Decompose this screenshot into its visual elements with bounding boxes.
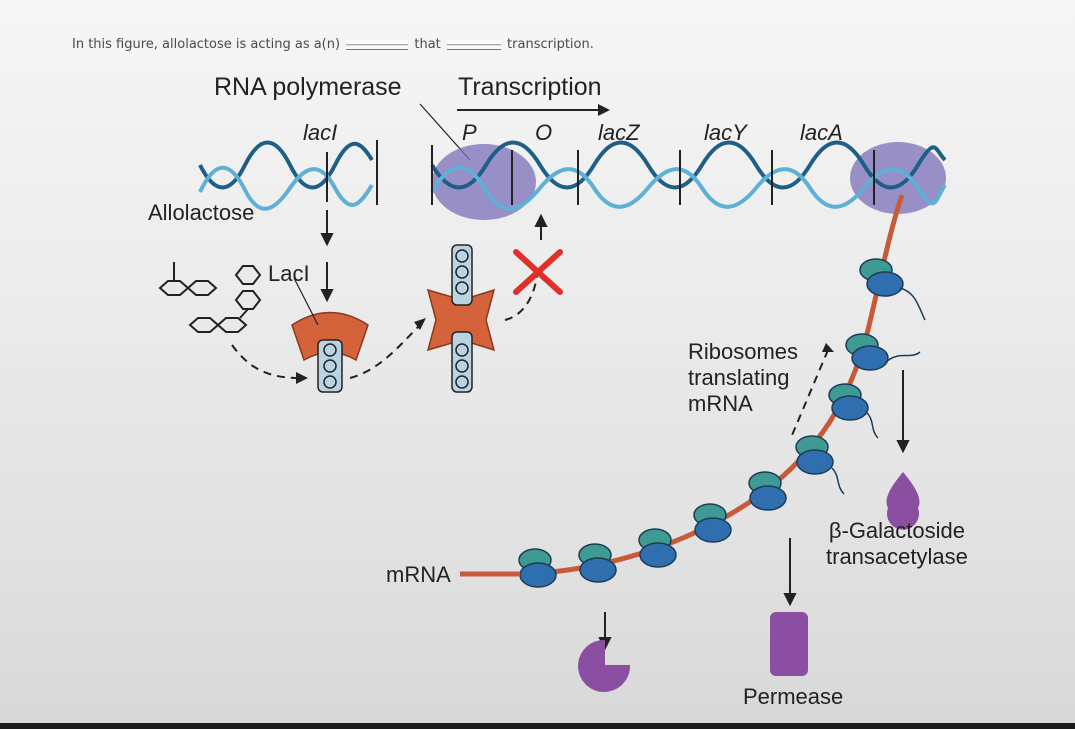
up-arrow-to-operator [534,213,548,240]
mrna-label: mRNA [386,562,451,587]
lacz-label: lacZ [598,120,640,145]
answer-blank-1[interactable] [346,39,409,50]
transacetylase-label-line-2: transacetylase [826,544,968,569]
permease-protein [770,612,808,676]
ribosomes-pointer [789,349,829,441]
transcription-label: Transcription [458,73,602,101]
permease-label: Permease [743,684,844,709]
question-part-2: that [414,37,441,52]
laci-repressor-inactive [291,277,369,393]
dna-helix-laci [198,140,378,211]
ribosome [518,548,557,588]
ribosomes [518,258,904,588]
ribosome [638,528,677,568]
ribosome [693,503,732,543]
repressor-dashed-arrow [349,324,421,379]
laci-expression-arrows [320,210,334,303]
lacy-label: lacY [704,120,747,145]
answer-blank-2[interactable] [446,39,501,50]
binding-dashed-arrow [231,344,301,379]
ribosomes-label-line-1: Ribosomes [688,339,799,364]
laci-repressor-active [426,244,496,393]
beta-galactosidase-protein [578,639,631,692]
allolactose-molecules [158,262,262,333]
allolactose-label: Allolactose [148,200,255,225]
screen-bezel [0,723,1075,729]
question-part-3: transcription. [507,37,594,52]
ribosome [845,333,889,371]
ribosome [748,471,787,511]
transacetylase-protein [886,472,920,530]
ribosome [859,258,904,297]
transcription-arrow [457,104,610,116]
operator-label: O [535,120,553,145]
rna-polymerase-label: RNA polymerase [214,73,402,101]
laca-label: lacA [800,120,843,145]
ribosomes-label-line-2: translating [688,365,790,390]
transacetylase-label: β-Galactoside transacetylase [826,518,968,570]
rna-polymerase-blob [432,144,536,220]
ribosome [578,543,617,583]
question-part-1: In this figure, allolactose is acting as… [72,37,341,52]
blocked-x-icon [513,249,563,295]
ribosomes-label-line-3: mRNA [688,391,753,416]
ribosome [795,435,834,475]
laci-gene-label: lacI [303,120,338,145]
dna-helix-operon [430,140,947,211]
promoter-label: P [462,120,477,145]
laci-protein-label: LacI [268,261,310,286]
polypeptide-chains [831,287,926,495]
question-text: In this figure, allolactose is acting as… [72,37,594,52]
ribosome [828,383,869,421]
ribosomes-label: Ribosomes translating mRNA [688,339,798,417]
transacetylase-label-line-1: β-Galactoside [828,518,966,543]
